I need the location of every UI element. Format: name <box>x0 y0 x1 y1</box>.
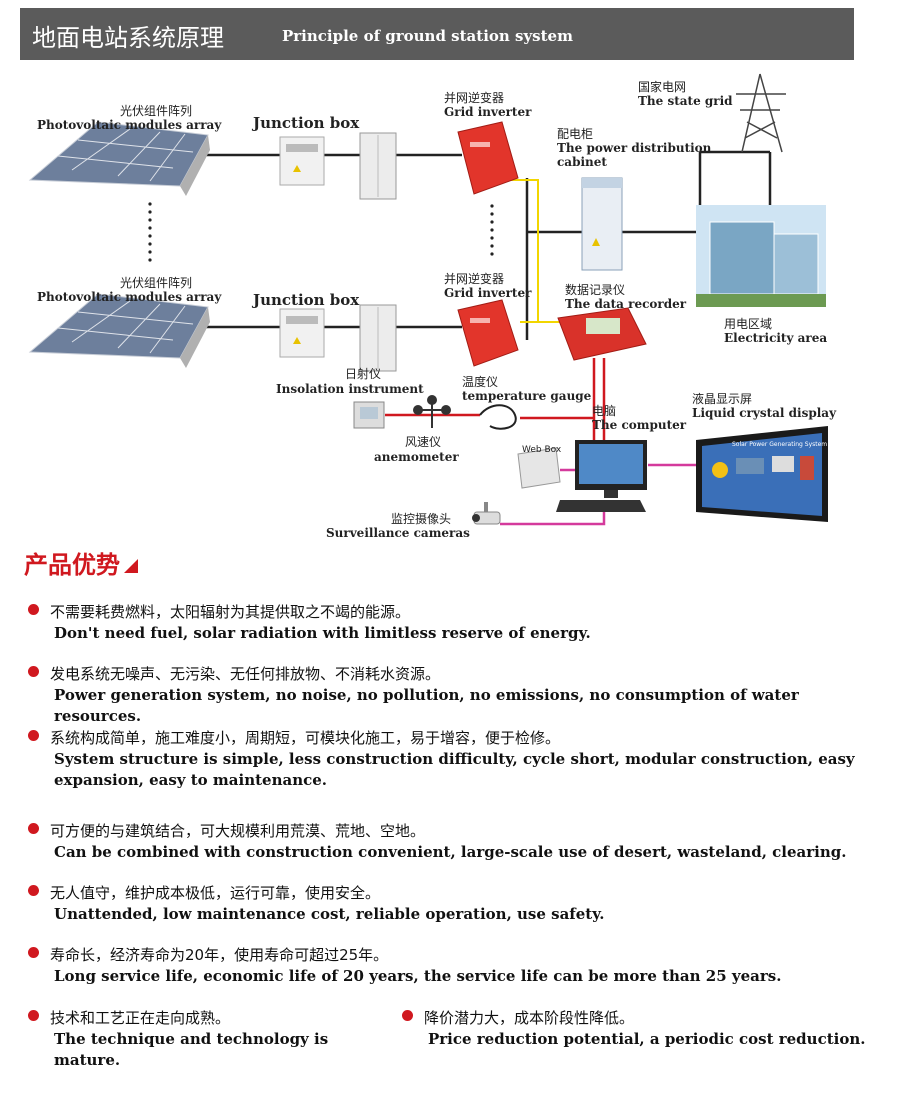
grid-inverter-bottom-icon <box>457 299 519 367</box>
grid-inverter-top-label: 并网逆变器 Grid inverter <box>444 91 532 119</box>
insolation-label-en: Insolation instrument <box>276 382 424 396</box>
surveillance-camera-icon <box>472 502 501 525</box>
advantage-item: 发电系统无噪声、无污染、无任何排放物、不消耗水资源。 Power generat… <box>28 663 888 725</box>
lcd-display-label: 液晶显示屏 Liquid crystal display <box>692 392 837 420</box>
anemometer-label-en: anemometer <box>374 450 459 464</box>
page-header: 地面电站系统原理 Principle of ground station sys… <box>20 8 854 60</box>
surveillance-camera-label-en: Surveillance cameras <box>326 526 470 540</box>
pv-array-bottom-icon <box>28 293 210 368</box>
web-box-icon <box>517 447 561 489</box>
junction-box-top-label: Junction box <box>253 114 360 132</box>
junction-box-bottom-label: Junction box <box>253 291 360 309</box>
pv-array-top-icon <box>28 121 210 196</box>
combiner-cabinet-top-icon <box>359 132 397 200</box>
advantage-item: 不需要耗费燃料，太阳辐射为其提供取之不竭的能源。 Don't need fuel… <box>28 601 888 646</box>
insolation-label-zh: 日射仪 <box>345 367 382 381</box>
grid-inverter-bottom-label: 并网逆变器 Grid inverter <box>444 272 532 300</box>
pv-array-bottom-label: 光伏组件阵列 <box>120 276 193 290</box>
bullet-icon <box>402 1010 413 1021</box>
surveillance-camera-label-zh: 监控摄像头 <box>391 512 452 526</box>
corner-triangle-icon <box>124 559 138 573</box>
distribution-cabinet-icon <box>581 177 623 271</box>
advantage-item: 无人值守，维护成本极低，运行可靠，使用安全。 Unattended, low m… <box>28 882 888 927</box>
advantage-item: 寿命长，经济寿命为20年，使用寿命可超过25年。 Long service li… <box>28 944 888 989</box>
advantages-title: 产品优势 <box>24 545 138 580</box>
dc-wires <box>198 150 772 340</box>
dotted-separators <box>148 202 494 262</box>
combiner-cabinet-bottom-icon <box>359 304 397 372</box>
advantage-item: 可方便的与建筑结合，可大规模利用荒漠、荒地、空地。 Can be combine… <box>28 820 888 865</box>
insolation-instrument-icon <box>353 401 385 429</box>
bullet-icon <box>28 666 39 677</box>
pv-array-top-label-en: Photovoltaic modules array <box>37 118 222 132</box>
junction-box-top-icon <box>279 136 325 186</box>
electricity-area-label: 用电区域 Electricity area <box>724 317 828 345</box>
bullet-icon <box>28 1010 39 1021</box>
anemometer-label-zh: 风速仪 <box>405 435 442 449</box>
lcd-screen-title: Solar Power Generating System <box>732 441 827 448</box>
page-subtitle: Principle of ground station system <box>282 27 573 45</box>
pv-array-top-label: 光伏组件阵列 <box>120 104 193 118</box>
data-recorder-icon <box>557 307 647 361</box>
computer-icon <box>556 440 647 512</box>
bullet-icon <box>28 947 39 958</box>
power-pylon-icon <box>736 73 786 153</box>
advantage-item: 技术和工艺正在走向成熟。 The technique and technolog… <box>28 1007 398 1069</box>
page-title: 地面电站系统原理 <box>32 24 224 52</box>
advantage-item: 系统构成简单，施工难度小，周期短，可模块化施工，易于增容，便于检修。 Syste… <box>28 727 888 792</box>
bullet-icon <box>28 885 39 896</box>
temperature-gauge-icon <box>479 404 517 430</box>
data-recorder-label: 数据记录仪 The data recorder <box>565 283 687 311</box>
system-diagram: Solar Power Generating System <box>28 73 828 526</box>
lcd-display-icon: Solar Power Generating System <box>696 426 828 522</box>
distribution-cabinet-label: 配电柜 The power distribution cabinet <box>557 127 712 169</box>
bullet-icon <box>28 604 39 615</box>
office-building-icon <box>696 205 826 307</box>
signal-wires-yellow <box>505 179 565 323</box>
advantage-item: 降价潜力大，成本阶段性降低。 Price reduction potential… <box>402 1007 892 1052</box>
state-grid-label: 国家电网 The state grid <box>638 80 733 108</box>
pv-array-bottom-label-en: Photovoltaic modules array <box>37 290 222 304</box>
web-box-label: Web Box <box>522 445 562 455</box>
bullet-icon <box>28 823 39 834</box>
grid-inverter-top-icon <box>457 121 519 195</box>
anemometer-icon <box>413 395 451 428</box>
junction-box-bottom-icon <box>279 308 325 358</box>
computer-label: 电脑 The computer <box>592 404 687 432</box>
temperature-gauge-label: 温度仪 temperature gauge <box>462 375 592 403</box>
bullet-icon <box>28 730 39 741</box>
